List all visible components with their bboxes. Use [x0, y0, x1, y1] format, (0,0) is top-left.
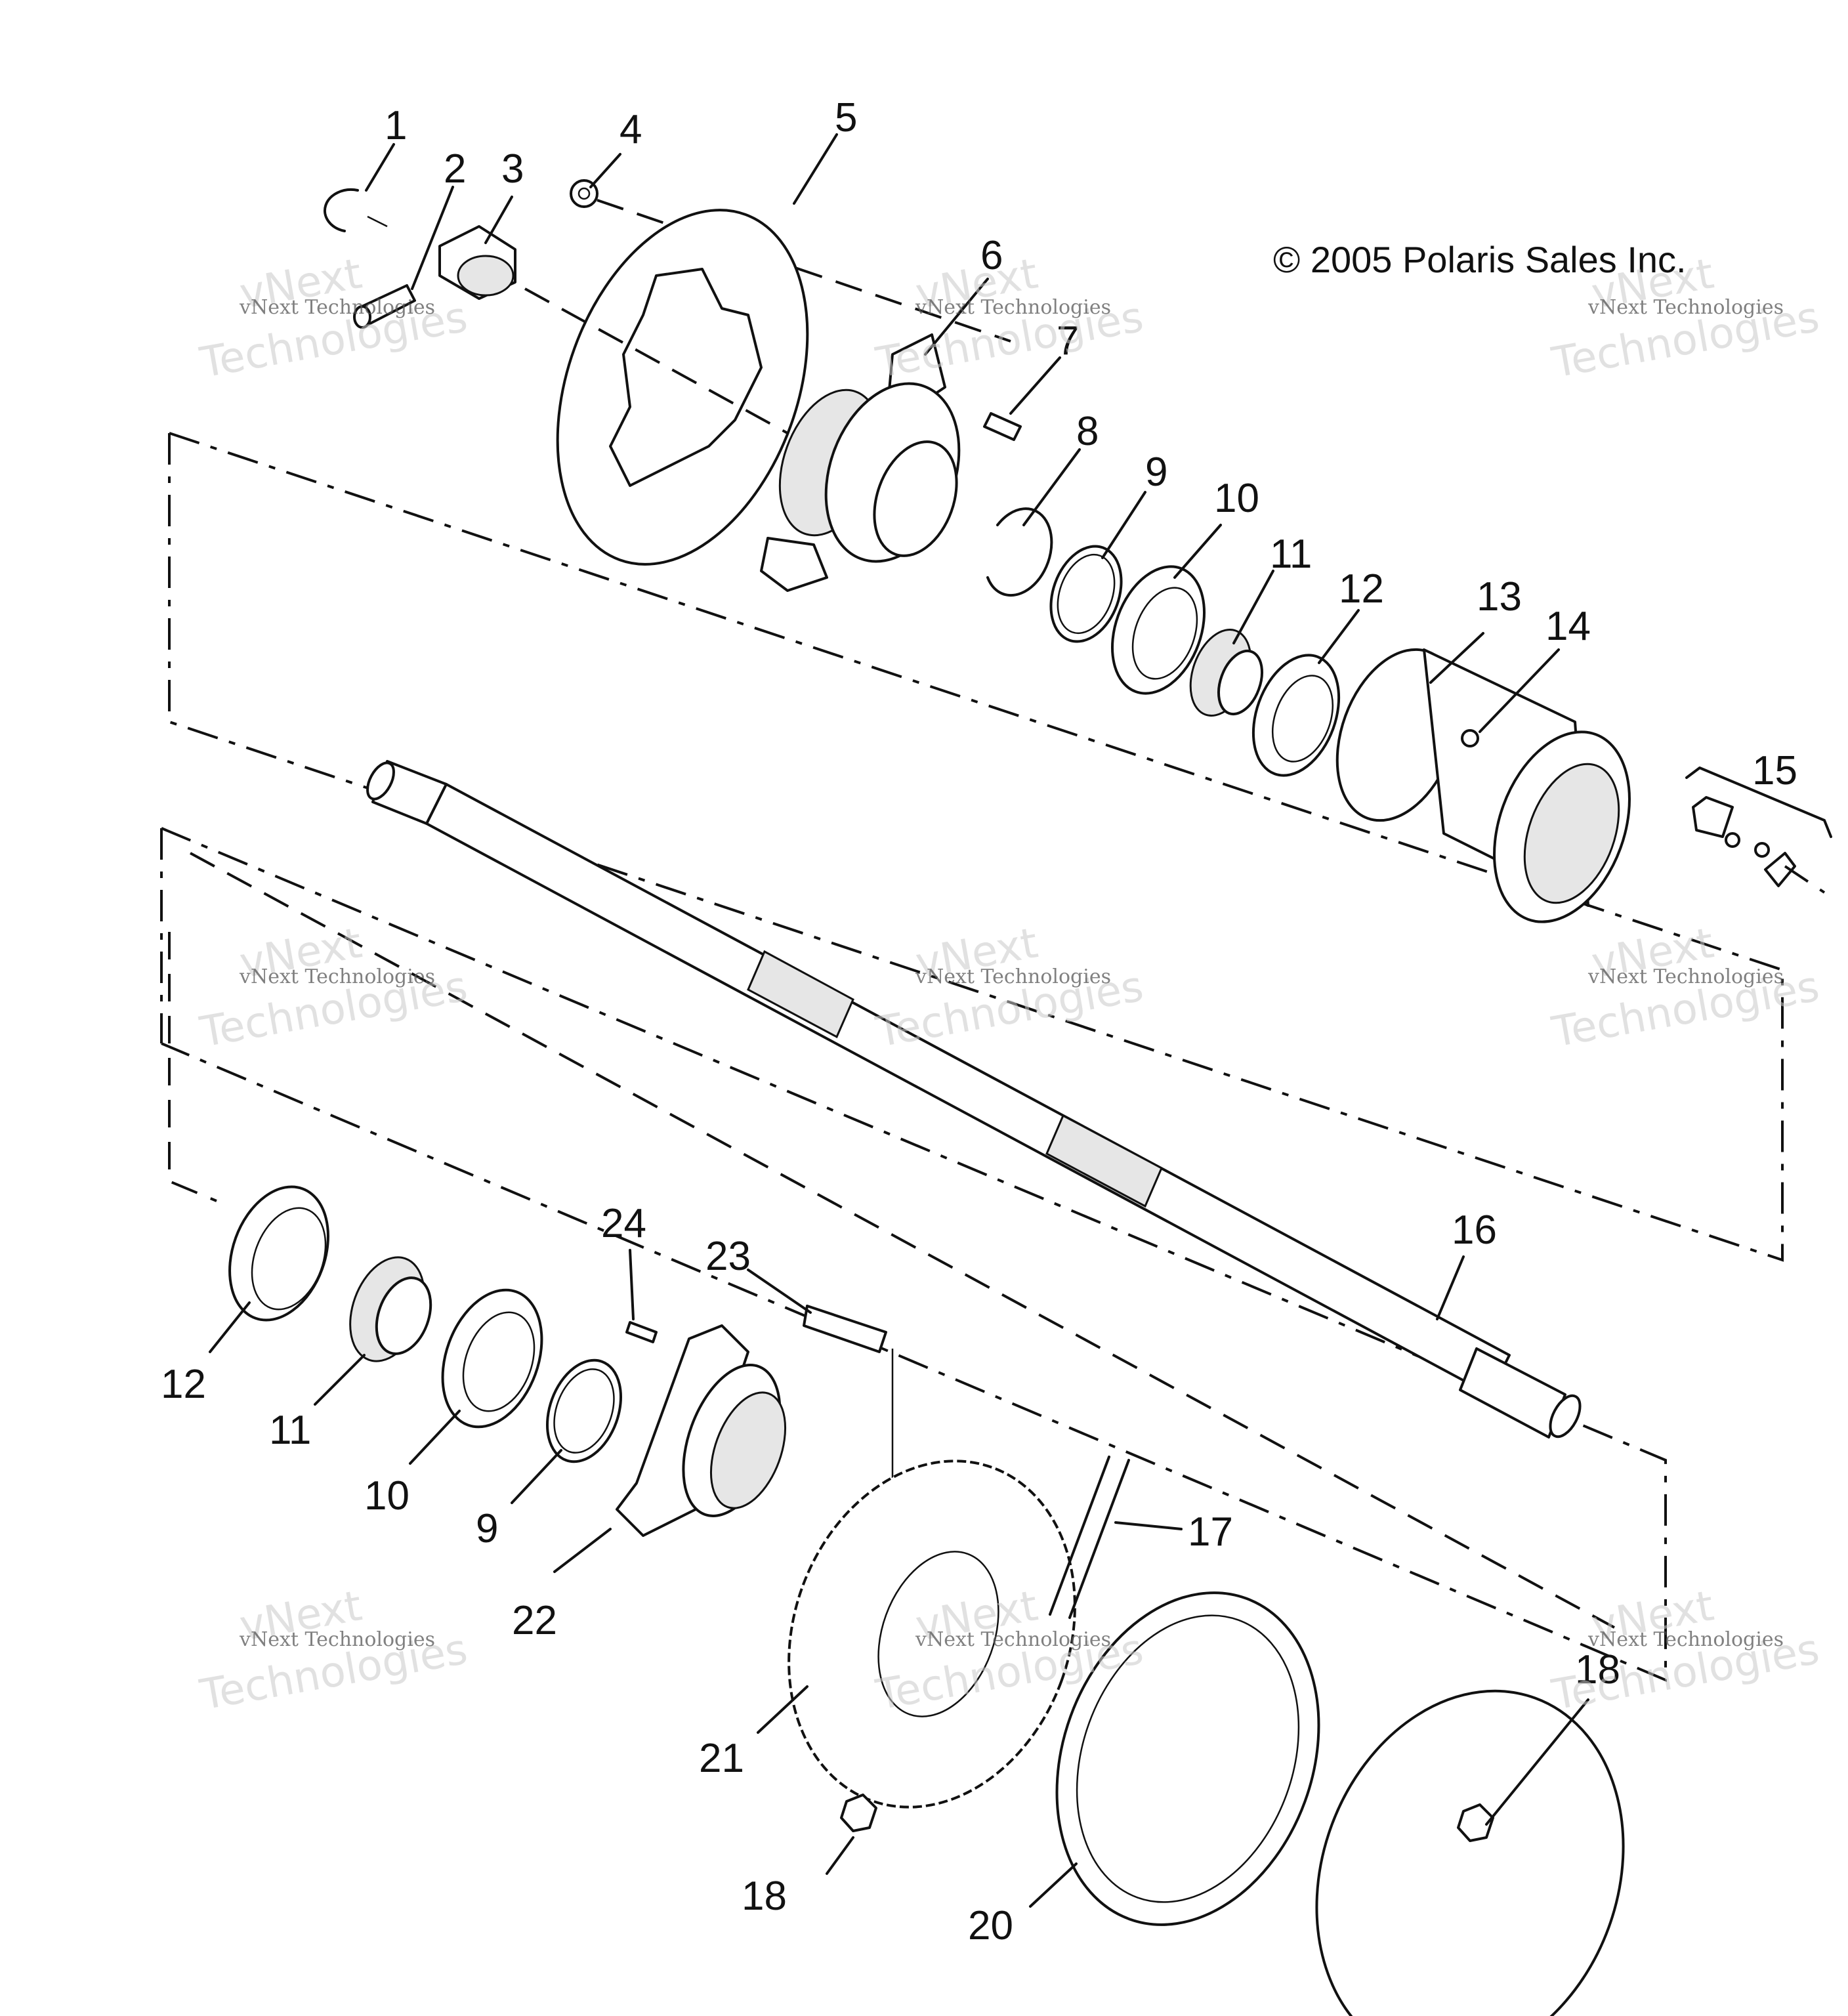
callout-11-upper: 11 [1270, 532, 1312, 577]
sprocket-hub-22 [616, 1324, 787, 1537]
callout-numbers: 1 2 3 4 5 6 7 8 9 10 11 12 13 14 15 16 1… [161, 95, 1797, 1948]
callout-9-upper: 9 [1145, 450, 1167, 495]
watermark-br: vNext Technologies vNext Technologies [1548, 1582, 1823, 1720]
brake-disc-5 [524, 209, 809, 566]
callout-13: 13 [1477, 574, 1522, 620]
callout-11-lower: 11 [269, 1408, 311, 1453]
svg-text:vNext Technologies: vNext Technologies [1587, 296, 1784, 319]
callout-6: 6 [980, 233, 1003, 278]
callout-23: 23 [705, 1234, 751, 1279]
bearing-race-10-upper [1110, 565, 1206, 695]
watermark-bl: vNext Technologies vNext Technologies [196, 1582, 471, 1720]
svg-text:vNext Technologies: vNext Technologies [915, 296, 1111, 319]
nut-18 [840, 1794, 877, 1832]
callout-9-lower: 9 [476, 1506, 498, 1551]
rear-axle-shaft [366, 760, 1582, 1438]
assembly-guide-lines [160, 432, 1784, 1683]
callout-1: 1 [385, 103, 407, 148]
callout-16: 16 [1452, 1208, 1497, 1253]
sprocket-21 [788, 1460, 1076, 1809]
callout-18-cover: 18 [1575, 1647, 1620, 1692]
brake-ring-20 [1055, 1591, 1320, 1926]
snap-ring-1 [323, 188, 388, 232]
bearing-cup-12-lower [228, 1185, 329, 1322]
callout-10-lower: 10 [364, 1473, 410, 1519]
watermark-mc: vNext Technologies vNext Technologies [872, 919, 1147, 1057]
callout-5: 5 [835, 95, 857, 140]
drive-chain-17 [1049, 1456, 1130, 1619]
svg-text:vNext Technologies: vNext Technologies [1587, 965, 1784, 988]
axle-housing-13 [1335, 648, 1631, 923]
watermark-mr: vNext Technologies vNext Technologies [1548, 919, 1823, 1057]
callout-12-upper: 12 [1339, 566, 1384, 612]
seal-9-upper [1049, 545, 1123, 643]
callout-4: 4 [620, 107, 642, 152]
svg-text:vNext Technologies: vNext Technologies [915, 965, 1111, 988]
svg-text:vNext Technologies: vNext Technologies [239, 296, 435, 319]
callout-21: 21 [699, 1736, 744, 1781]
callout-7: 7 [1057, 318, 1079, 364]
castle-nut-3 [438, 225, 516, 300]
bolt-7 [983, 412, 1022, 441]
leader-lines [209, 133, 1589, 1908]
callout-10-upper: 10 [1214, 476, 1259, 521]
tapered-bearing-11-upper [1189, 629, 1263, 717]
svg-text:vNext Technologies: vNext Technologies [239, 1628, 435, 1651]
callout-24: 24 [601, 1201, 646, 1246]
pin-2 [353, 284, 416, 329]
bearing-cup-12-upper [1251, 654, 1341, 777]
bearing-race-10-lower [441, 1288, 543, 1429]
watermark-tc: vNext Technologies vNext Technologies [872, 249, 1147, 388]
snap-ring-8 [986, 507, 1053, 597]
callout-8: 8 [1076, 409, 1099, 454]
bearing-carrier-6 [760, 333, 961, 592]
plug-14 [1461, 729, 1479, 747]
copyright-notice: © 2005 Polaris Sales Inc. [1273, 239, 1687, 280]
callout-17: 17 [1188, 1509, 1233, 1555]
callout-2: 2 [444, 146, 466, 192]
bolt-24 [625, 1321, 658, 1343]
svg-text:vNext Technologies: vNext Technologies [915, 1628, 1111, 1651]
svg-text:vNext Technologies: vNext Technologies [239, 965, 435, 988]
callout-22: 22 [512, 1598, 557, 1643]
cover-disc-18 [1315, 1689, 1625, 2016]
callout-3: 3 [501, 146, 524, 192]
seal-9-lower [545, 1358, 623, 1463]
tapered-bearing-11-lower [349, 1256, 432, 1362]
clip-set-15 [1685, 766, 1832, 894]
callout-15: 15 [1752, 748, 1797, 793]
callout-20: 20 [968, 1903, 1013, 1948]
watermark-tr: vNext Technologies vNext Technologies [1548, 249, 1823, 388]
svg-text:vNext Technologies: vNext Technologies [1587, 1628, 1784, 1651]
callout-14: 14 [1545, 604, 1591, 649]
callout-18-nut: 18 [742, 1874, 787, 1919]
watermark-tl: vNext Technologies vNext Technologies [196, 249, 471, 388]
callout-12-lower: 12 [161, 1362, 206, 1407]
